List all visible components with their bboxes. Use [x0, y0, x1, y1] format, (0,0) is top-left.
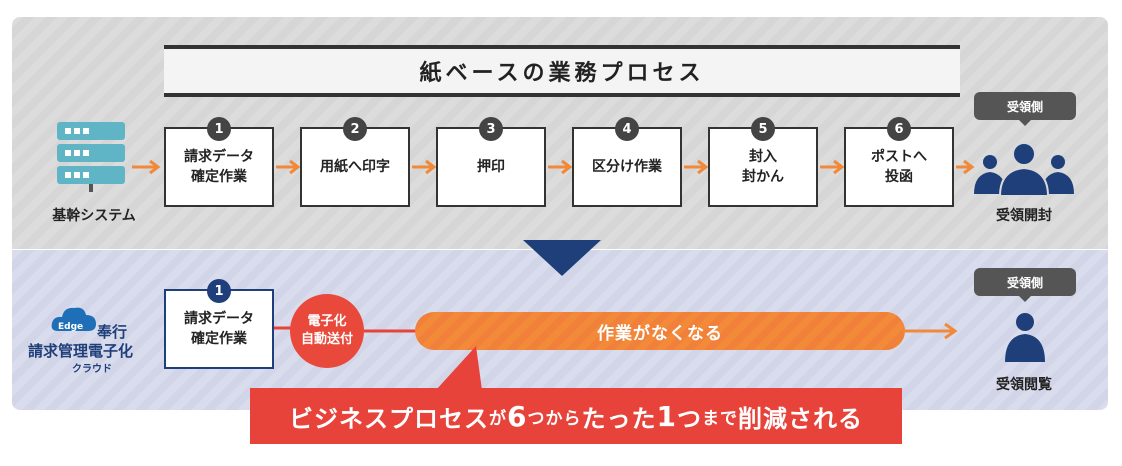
step-number-badge: 6 [887, 117, 911, 141]
server-icon [57, 122, 125, 192]
product-name-1: 奉行 [97, 323, 128, 341]
banner-part: たった [581, 404, 657, 433]
banner-part: つ [676, 404, 702, 433]
receiver-bottom-label: 受領閲覧 [996, 377, 1052, 393]
banner-part: まで [701, 408, 738, 429]
banner-part: が [489, 408, 508, 429]
step-number-badge: 2 [343, 117, 367, 141]
arrow-icon [412, 159, 437, 175]
step-number-badge: 1 [207, 117, 231, 141]
receiver-top-label: 受領開封 [996, 208, 1052, 224]
arrow-icon [820, 159, 845, 175]
step-number-badge: 4 [615, 117, 639, 141]
arrow-icon [276, 159, 301, 175]
arrow-icon [684, 159, 709, 175]
banner-part: 6 [507, 399, 528, 433]
banner-part: つから [527, 408, 582, 429]
product-edge-label: Edge [58, 322, 84, 332]
arrow-icon [956, 159, 975, 175]
step-number-badge: 1 [207, 279, 231, 303]
arrow-icon [903, 322, 958, 340]
cloud-logo-icon [51, 307, 96, 331]
paper-process-title: 紙ベースの業務プロセス [164, 45, 960, 97]
people-group-icon [974, 142, 1074, 196]
step-number-badge: 3 [479, 117, 503, 141]
product-name-2: 請求管理電子化 [28, 342, 134, 360]
arrow-icon [132, 159, 161, 175]
product-name-3: クラウド [72, 364, 112, 375]
title-text: 紙ベースの業務プロセス [419, 61, 705, 86]
arrow-icon [548, 159, 573, 175]
step-box: 用紙へ印字 [300, 127, 410, 207]
step-number-badge: 5 [751, 117, 775, 141]
banner-part: 削減される [737, 404, 863, 433]
auto-send-badge: 電子化 自動送付 [290, 294, 364, 368]
receiver-badge: 受領側 [974, 92, 1076, 126]
receiver-badge: 受領側 [974, 268, 1076, 302]
connector-line [364, 329, 416, 333]
callout-pointer [436, 346, 482, 390]
no-work-bar: 作業がなくなる [415, 312, 905, 350]
down-arrow-icon [523, 240, 601, 276]
source-system-label: 基幹システム [52, 208, 136, 224]
person-icon [1005, 313, 1045, 362]
banner-part: ビジネスプロセス [289, 404, 490, 433]
banner-part: 1 [656, 399, 677, 433]
